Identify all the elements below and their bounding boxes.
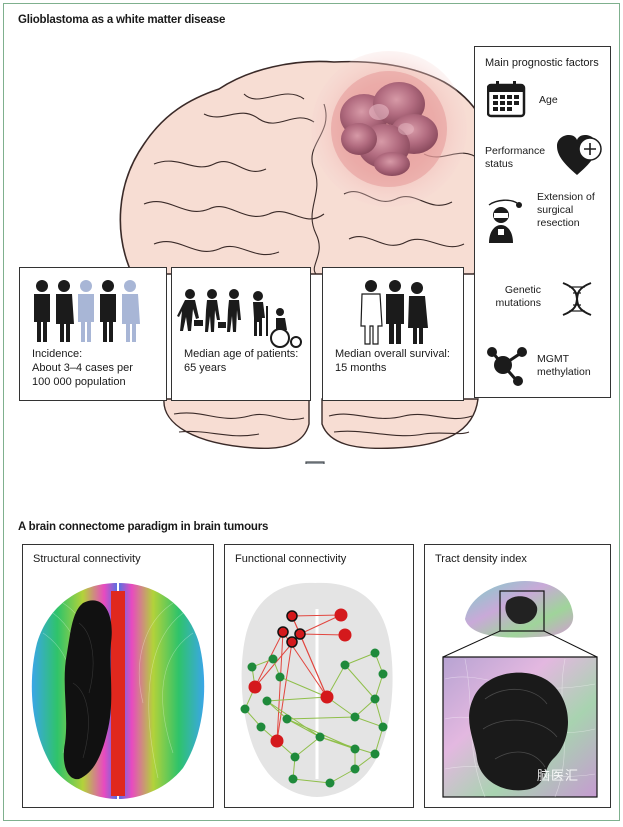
tract-density-image (442, 581, 598, 798)
tumour-mass (340, 82, 438, 176)
stat-box-median-age: Median age of patients: 65 years (171, 267, 311, 401)
down-arrow-icon (305, 461, 325, 464)
median-survival-label: Median overall survival: (335, 348, 450, 360)
doctor-family-silhouettes-icon (360, 280, 428, 345)
age-label: Age (539, 94, 558, 106)
functional-network-graph (240, 582, 393, 797)
median-age-label: Median age of patients: (184, 348, 299, 360)
functional-connectivity-title: Functional connectivity (235, 553, 347, 565)
panel-structural-connectivity: Structural connectivity (22, 544, 214, 808)
calendar-icon (487, 81, 526, 118)
structural-connectivity-title: Structural connectivity (33, 553, 141, 565)
median-age-value: 65 years (184, 362, 227, 374)
heart-plus-icon (557, 135, 602, 175)
population-silhouettes-icon (34, 280, 140, 342)
stat-box-incidence: Incidence: About 3–4 cases per 100 000 p… (19, 267, 167, 401)
tract-density-title: Tract density index (435, 553, 527, 565)
bottom-section-title: A brain connectome paradigm in brain tum… (18, 521, 269, 533)
top-section-title: Glioblastoma as a white matter disease (18, 14, 226, 26)
surgeon-icon (488, 199, 522, 243)
prognostic-title: Main prognostic factors (485, 57, 599, 69)
extension-label-3: resection (537, 217, 580, 229)
performance-label-2: status (485, 158, 514, 170)
panel-functional-connectivity: Functional connectivity (224, 544, 414, 808)
ageing-silhouettes-icon (177, 289, 302, 348)
incidence-population: 100 000 population (32, 376, 126, 388)
stat-box-median-survival: Median overall survival: 15 months (322, 267, 464, 401)
molecule-icon (487, 347, 527, 386)
dna-helix-icon (562, 282, 592, 316)
prognostic-factors-box: Main prognostic factors Age Performance … (474, 46, 611, 398)
watermark-logo: 脑医汇 (537, 768, 580, 783)
figure-page: Glioblastoma as a white matter disease (3, 3, 620, 821)
median-survival-value: 15 months (335, 362, 387, 374)
incidence-label: Incidence: (32, 348, 83, 360)
mgmt-label-2: methylation (537, 366, 591, 378)
incidence-value: About 3–4 cases per (32, 362, 133, 374)
extension-label-1: Extension of (537, 191, 595, 203)
performance-label-1: Performance (485, 145, 546, 157)
genetic-label-2: mutations (495, 297, 541, 309)
mgmt-label-1: MGMT (537, 353, 570, 365)
tractography-image (31, 583, 205, 799)
brain-illustration (119, 51, 498, 464)
genetic-label-1: Genetic (504, 284, 541, 296)
extension-label-2: surgical (537, 204, 574, 216)
panel-tract-density-index: Tract density index (424, 544, 611, 808)
